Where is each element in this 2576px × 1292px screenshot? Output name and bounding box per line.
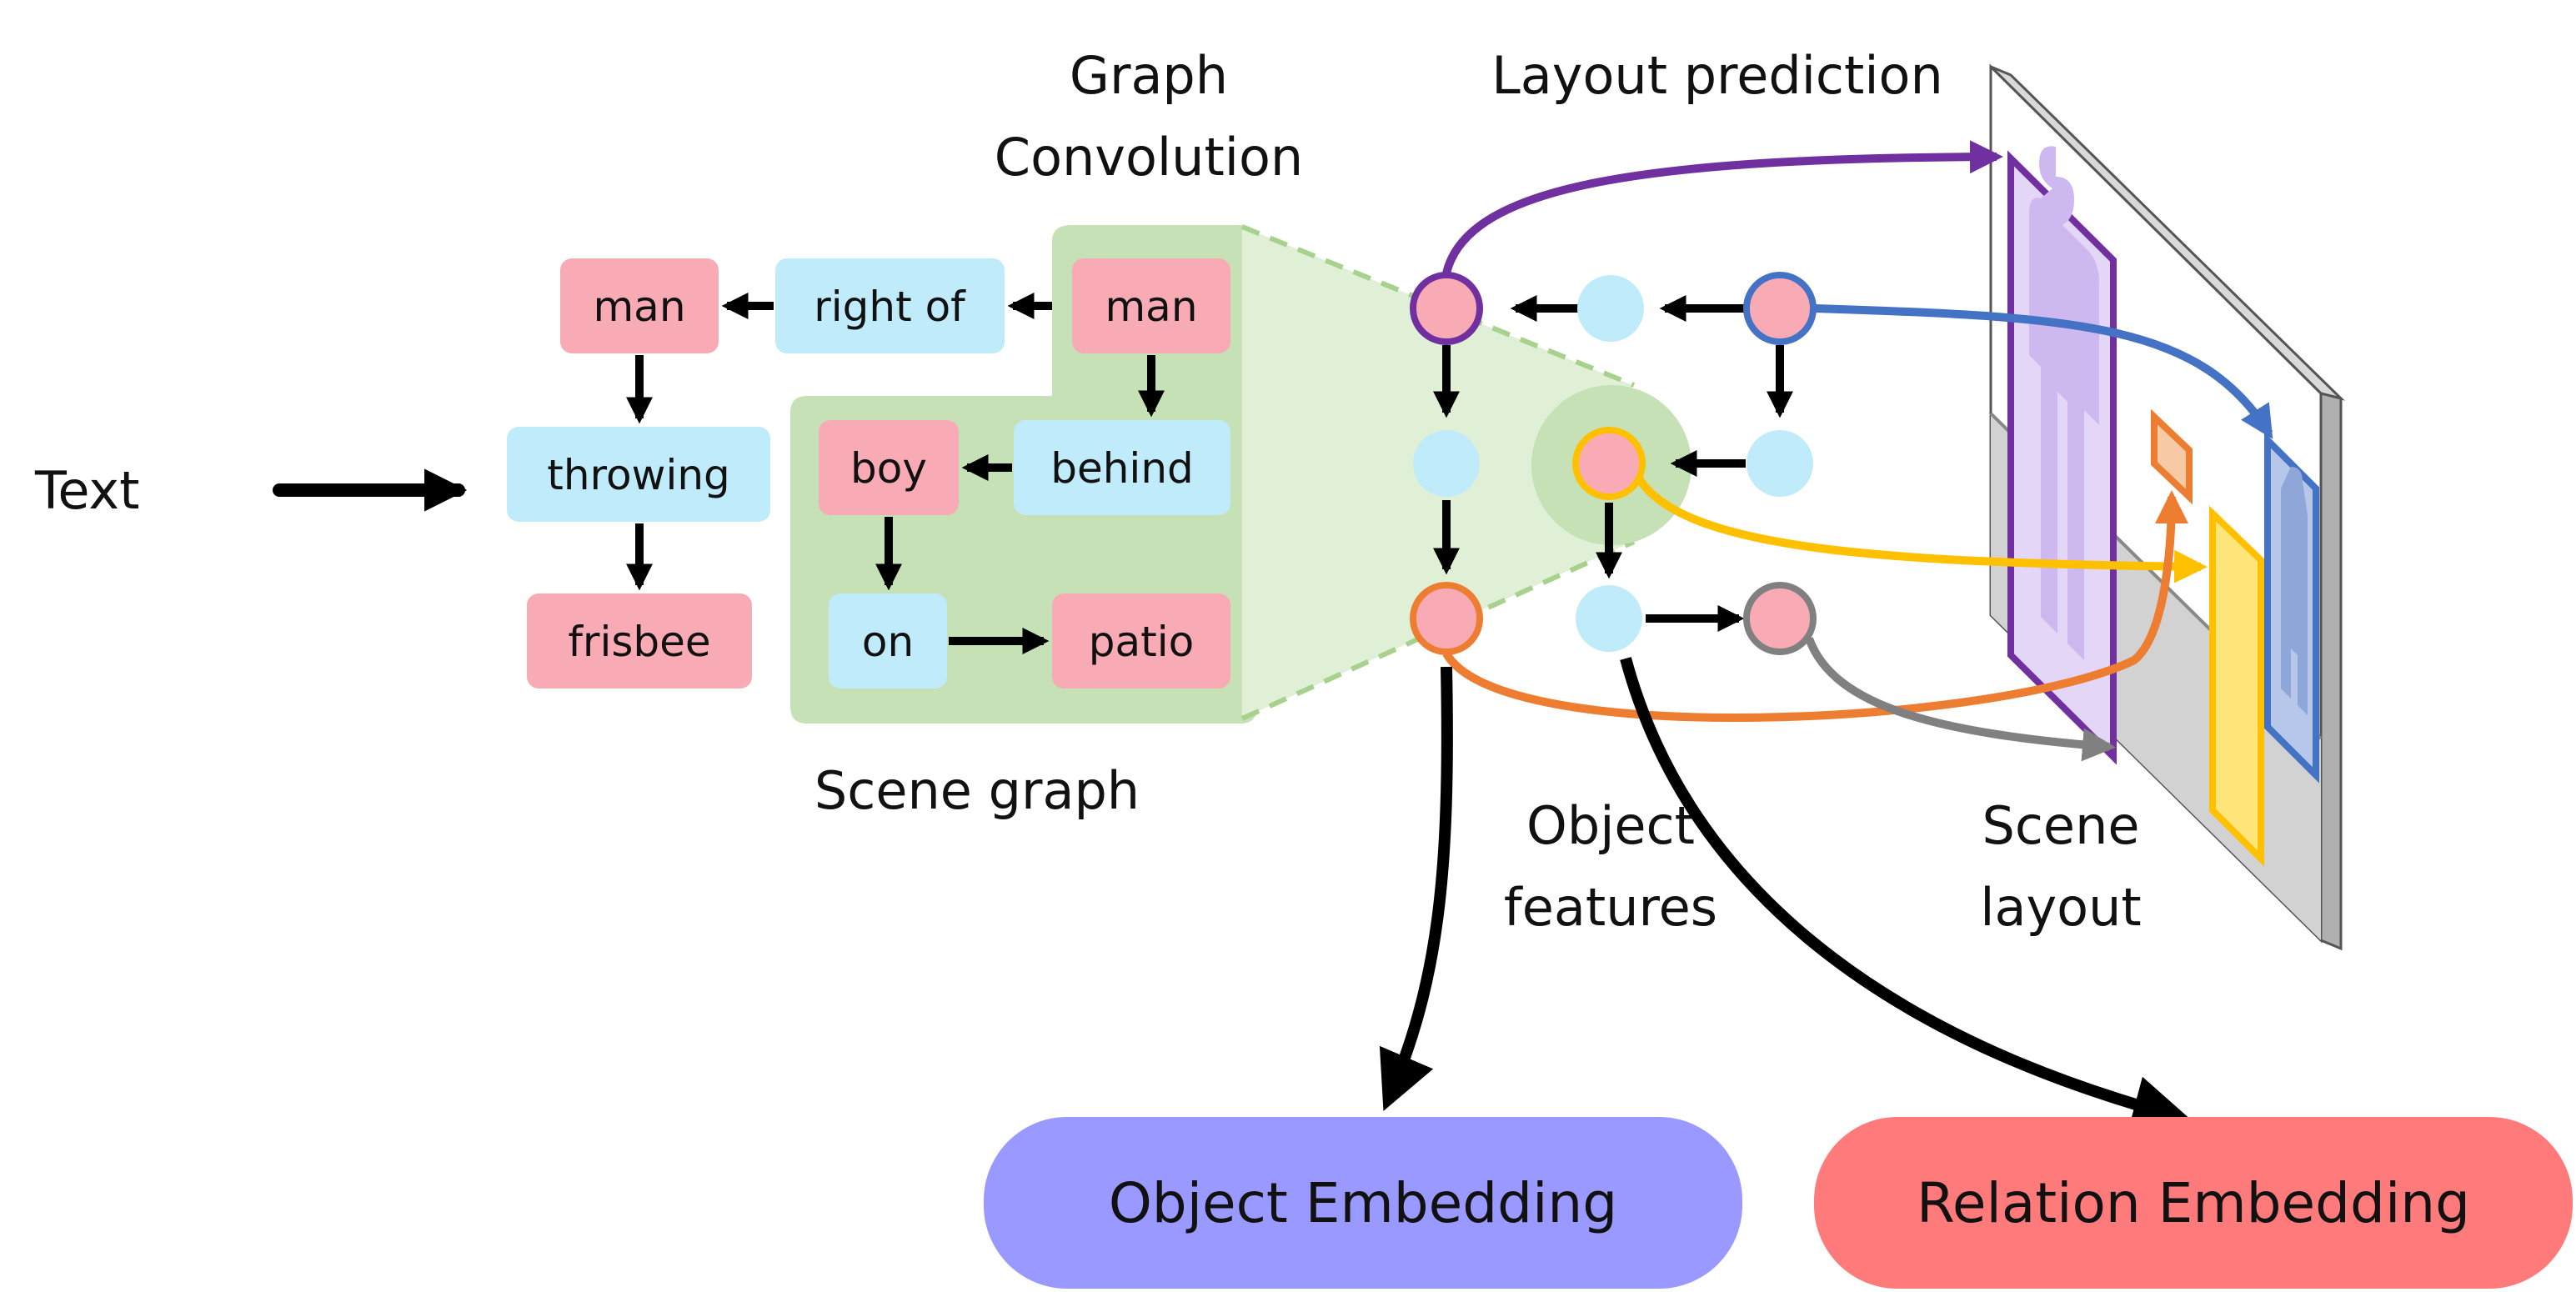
scene-graph-behind-node xyxy=(1014,420,1230,515)
scene-graph-behind-label: behind xyxy=(1050,444,1194,493)
text-graph-frisbee-node xyxy=(527,593,752,689)
object-embedding-arrow xyxy=(1379,666,1453,1111)
feature-node-rel-2 xyxy=(1413,430,1480,497)
relation-embedding-arrow xyxy=(1620,657,2192,1134)
text-graph-frisbee-label: frisbee xyxy=(568,618,710,666)
graph-convolution-title-line1: Graph xyxy=(1070,45,1228,106)
layout-box-orange xyxy=(2151,408,2193,505)
text-graph-right-of-label: right of xyxy=(814,283,966,331)
layout-prediction-title: Layout prediction xyxy=(1491,45,1943,106)
scene-graph-boy-label: boy xyxy=(850,444,927,493)
object-features-title-line2: features xyxy=(1504,877,1717,938)
scene-layout-title-line1: Scene xyxy=(1982,795,2139,856)
layout-arrow-gray xyxy=(1805,637,2116,762)
feature-node-yellow xyxy=(1572,427,1646,500)
scene-graph-patio-node xyxy=(1052,593,1230,689)
feature-node-gray xyxy=(1743,582,1817,655)
layout-arrow-purple xyxy=(1442,140,2003,275)
relation-embedding-label: Relation Embedding xyxy=(1917,1171,2470,1235)
object-features-title-line1: Object xyxy=(1526,795,1695,856)
panel-edge-right xyxy=(2319,392,2343,951)
layout-arrow-orange xyxy=(1442,490,2188,722)
graph-convolution-title-line2: Convolution xyxy=(995,127,1303,188)
feature-node-rel-3 xyxy=(1747,430,1813,497)
text-graph-right-of-node xyxy=(775,258,1005,353)
scene-graph-man-node xyxy=(1072,258,1230,353)
feature-node-purple xyxy=(1410,272,1483,345)
input-text-label: Text xyxy=(34,460,139,521)
scene-layout-title-line2: layout xyxy=(1980,877,2141,938)
layout-arrow-yellow xyxy=(1635,476,2208,583)
person-silhouette-blue xyxy=(2281,467,2308,715)
layout-box-yellow xyxy=(2209,505,2264,867)
scene-graph-boy-node xyxy=(819,420,959,515)
feature-node-orange xyxy=(1410,582,1483,655)
scene-graph-patio-label: patio xyxy=(1089,618,1194,666)
text-graph-man-node xyxy=(560,258,719,353)
object-embedding-label: Object Embedding xyxy=(1109,1171,1617,1235)
person-silhouette-purple xyxy=(2029,146,2099,660)
scene-graph-on-node xyxy=(829,593,947,689)
scene-graph-on-label: on xyxy=(862,618,914,666)
object-embedding-box xyxy=(984,1117,1742,1289)
text-graph-man-label: man xyxy=(593,283,685,331)
scene-layout-panel xyxy=(1989,63,2345,951)
text-graph-throwing-label: throwing xyxy=(547,451,730,499)
relation-embedding-box xyxy=(1814,1117,2573,1289)
layout-arrow-blue xyxy=(1814,304,2273,439)
feature-node-rel-1 xyxy=(1577,275,1644,342)
scene-graph: man behind boy on patio xyxy=(790,225,1257,724)
scene-graph-man-label: man xyxy=(1105,283,1197,331)
object-feature-graph xyxy=(1410,272,1817,655)
scene-graph-title: Scene graph xyxy=(814,760,1140,821)
feature-node-rel-4 xyxy=(1576,585,1642,652)
text-graph-throwing-node xyxy=(507,427,770,522)
feature-node-blue xyxy=(1743,272,1817,345)
